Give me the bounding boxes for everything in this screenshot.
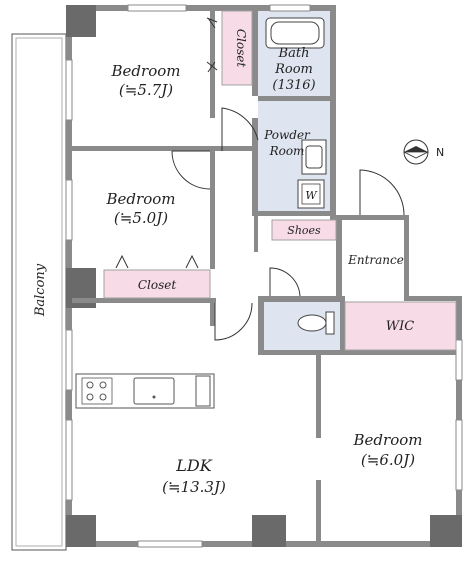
bedroom-w-size: (≒5.0J) (114, 209, 168, 227)
compass-label: N (436, 146, 444, 159)
closet-mid: Closet (103, 254, 211, 299)
shoes-label: Shoes (287, 224, 321, 237)
bedroom-nw-size: (≒5.7J) (119, 81, 173, 99)
stove-burners-icon (86, 381, 107, 401)
washer-label: W (305, 189, 318, 202)
powder-name-2: Room (269, 144, 305, 158)
bath-name: Bath (278, 46, 310, 61)
kitchen-sink (133, 377, 175, 405)
closet-top-label: Closet (234, 29, 248, 68)
windows (65, 4, 463, 548)
kitchen-counter (75, 373, 215, 409)
bath-name-2: Room (274, 62, 313, 77)
balcony: Balcony (11, 33, 67, 551)
ldk-size: (≒13.3J) (162, 478, 226, 496)
wic-label: WIC (386, 319, 414, 334)
sink-vanity (301, 139, 327, 175)
bathtub (265, 17, 325, 49)
washer: W (297, 179, 325, 209)
bedroom-nw-name: Bedroom (111, 62, 181, 80)
bedroom-se-size: (≒6.0J) (361, 451, 415, 469)
bedroom-w-name: Bedroom (106, 190, 176, 208)
closet-top: Closet (206, 10, 253, 86)
entrance-label: Entrance (347, 253, 404, 267)
compass-north-icon: N (403, 139, 444, 165)
shoes-storage: Shoes (271, 219, 337, 241)
ldk-name: LDK (175, 456, 212, 475)
wic-storage: WIC (344, 301, 457, 351)
balcony-label: Balcony (33, 263, 48, 317)
bedroom-se-name: Bedroom (353, 431, 423, 449)
powder-name: Powder (263, 128, 311, 142)
toilet (297, 311, 335, 335)
closet-mid-label: Closet (138, 278, 177, 292)
interior-walls (72, 10, 462, 547)
bath-size: (1316) (272, 78, 315, 93)
